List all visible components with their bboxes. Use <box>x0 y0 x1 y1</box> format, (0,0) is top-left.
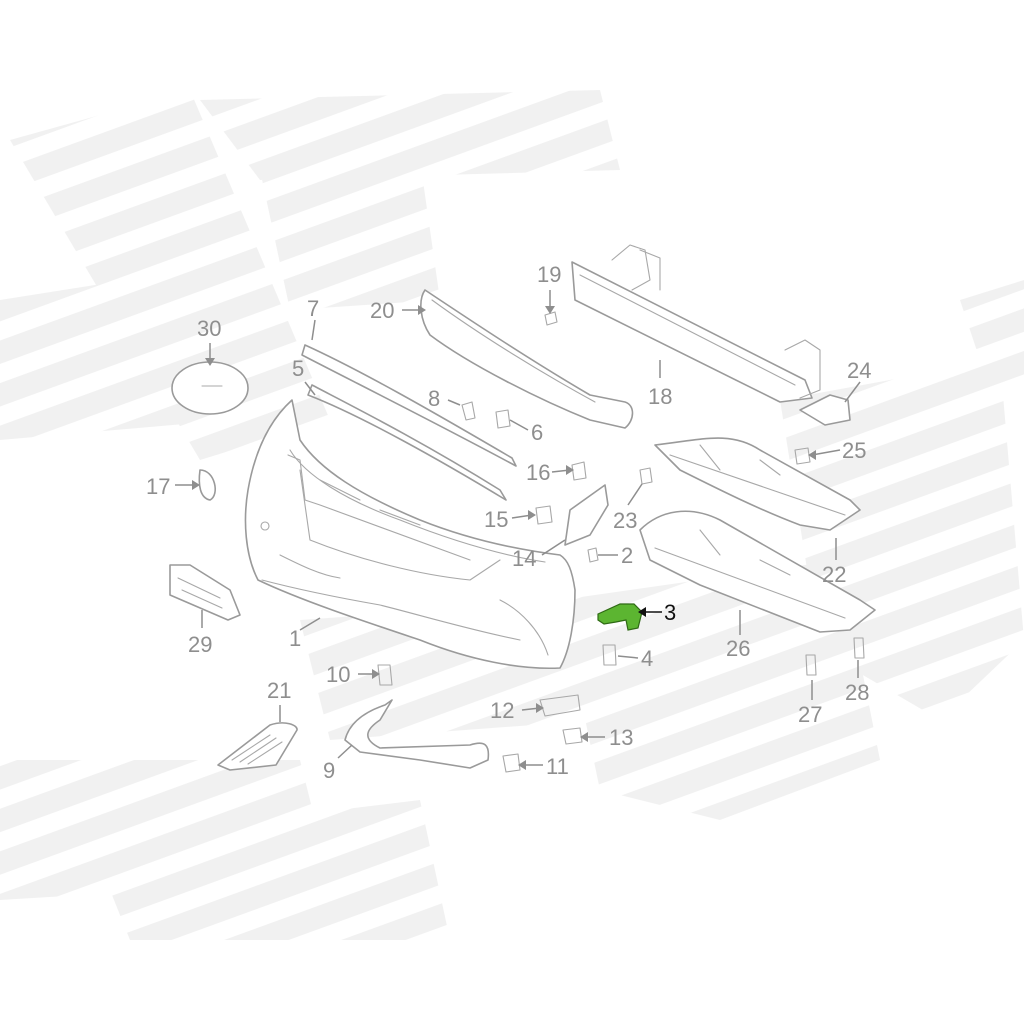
arrow-16 <box>566 465 574 475</box>
leader-7 <box>311 319 316 341</box>
part-24-bracket <box>799 394 851 426</box>
callout-11: 11 <box>546 754 569 779</box>
arrow-20 <box>418 305 426 315</box>
arrow-25 <box>808 450 816 460</box>
fastener-13 <box>562 727 583 745</box>
part-14-bracket <box>564 484 609 546</box>
callout-14: 14 <box>512 546 536 571</box>
arrow-10 <box>372 669 380 679</box>
callout-23: 23 <box>613 508 637 533</box>
fastener-10 <box>377 664 393 686</box>
part-7-trim-strip <box>301 344 517 467</box>
arrow-13 <box>580 732 588 742</box>
callout-7: 7 <box>307 296 319 321</box>
watermark-stroke-4 <box>0 270 230 440</box>
callout-3[interactable]: 3 <box>664 600 676 625</box>
leader-lines <box>175 290 861 770</box>
part-5-trim-strip <box>307 384 507 501</box>
arrow-30 <box>205 358 215 366</box>
fastener-6 <box>495 409 511 429</box>
leader-6 <box>509 419 529 431</box>
part-18-reinforcement-beam <box>571 244 821 403</box>
arrow-3 <box>638 607 646 617</box>
arrow-15 <box>528 510 536 520</box>
callout-10: 10 <box>326 662 350 687</box>
callout-21: 21 <box>267 678 291 703</box>
part-17-clip <box>198 469 216 501</box>
callout-30: 30 <box>197 316 221 341</box>
callout-29: 29 <box>188 632 212 657</box>
leader-23 <box>627 483 643 506</box>
callout-28: 28 <box>845 680 869 705</box>
callout-5: 5 <box>292 356 304 381</box>
fastener-28 <box>853 637 865 659</box>
callout-17: 17 <box>146 474 170 499</box>
callout-18: 18 <box>648 384 672 409</box>
callout-20: 20 <box>370 298 394 323</box>
leader-9 <box>337 744 353 759</box>
part-3-highlighted-bracket[interactable] <box>597 603 643 631</box>
leader-5 <box>304 381 316 396</box>
callout-22: 22 <box>822 562 846 587</box>
fastener-23 <box>639 467 653 485</box>
callout-6: 6 <box>531 420 543 445</box>
arrow-12 <box>536 703 544 713</box>
callout-15: 15 <box>484 507 508 532</box>
callout-24: 24 <box>847 358 871 383</box>
watermark-stroke-2 <box>200 90 620 180</box>
part-1-bumper-cover <box>244 399 576 670</box>
fastener-2 <box>587 547 599 563</box>
leader-14 <box>541 539 566 556</box>
fastener-27 <box>805 654 817 676</box>
part-29-bracket <box>169 564 241 621</box>
callout-labels: 30 7 5 20 19 18 8 6 16 15 14 2 17 29 1 2… <box>146 262 871 783</box>
leader-4 <box>617 655 639 659</box>
watermark-stroke-9 <box>90 800 450 940</box>
watermark-stroke-3 <box>260 160 440 310</box>
callout-27: 27 <box>798 702 822 727</box>
leader-8 <box>447 399 461 406</box>
callout-9: 9 <box>323 758 335 783</box>
callout-26: 26 <box>726 636 750 661</box>
arrow-19 <box>545 306 555 314</box>
callout-13: 13 <box>609 725 633 750</box>
arrow-17 <box>192 480 200 490</box>
part-3-shape[interactable] <box>597 603 643 631</box>
fastener-12 <box>539 694 581 717</box>
fastener-19 <box>544 311 558 326</box>
callout-16: 16 <box>526 460 550 485</box>
fastener-25 <box>794 447 811 465</box>
callout-8: 8 <box>428 386 440 411</box>
small-fasteners <box>377 311 865 773</box>
part-30-emblem <box>171 361 249 415</box>
arrow-11 <box>518 760 526 770</box>
callout-4: 4 <box>641 646 653 671</box>
part-20-absorber <box>420 289 634 429</box>
fastener-11 <box>502 753 521 773</box>
leader-24 <box>844 381 861 403</box>
fastener-4 <box>602 644 617 666</box>
callout-2: 2 <box>621 543 633 568</box>
part-22-undercover <box>654 437 861 531</box>
watermark-stroke-6 <box>960 280 1024 390</box>
part-21-grille <box>217 722 298 771</box>
fastener-8 <box>461 401 476 421</box>
callout-19: 19 <box>537 262 561 287</box>
leader-25 <box>811 449 841 456</box>
part-26-undercover <box>639 510 876 633</box>
fastener-15 <box>535 505 553 525</box>
callout-1: 1 <box>289 626 301 651</box>
leader-1 <box>299 617 321 631</box>
fastener-16 <box>571 461 587 481</box>
callout-25: 25 <box>842 438 866 463</box>
callout-12: 12 <box>490 698 514 723</box>
watermark <box>0 90 1024 940</box>
part-9-bracket <box>344 699 490 769</box>
